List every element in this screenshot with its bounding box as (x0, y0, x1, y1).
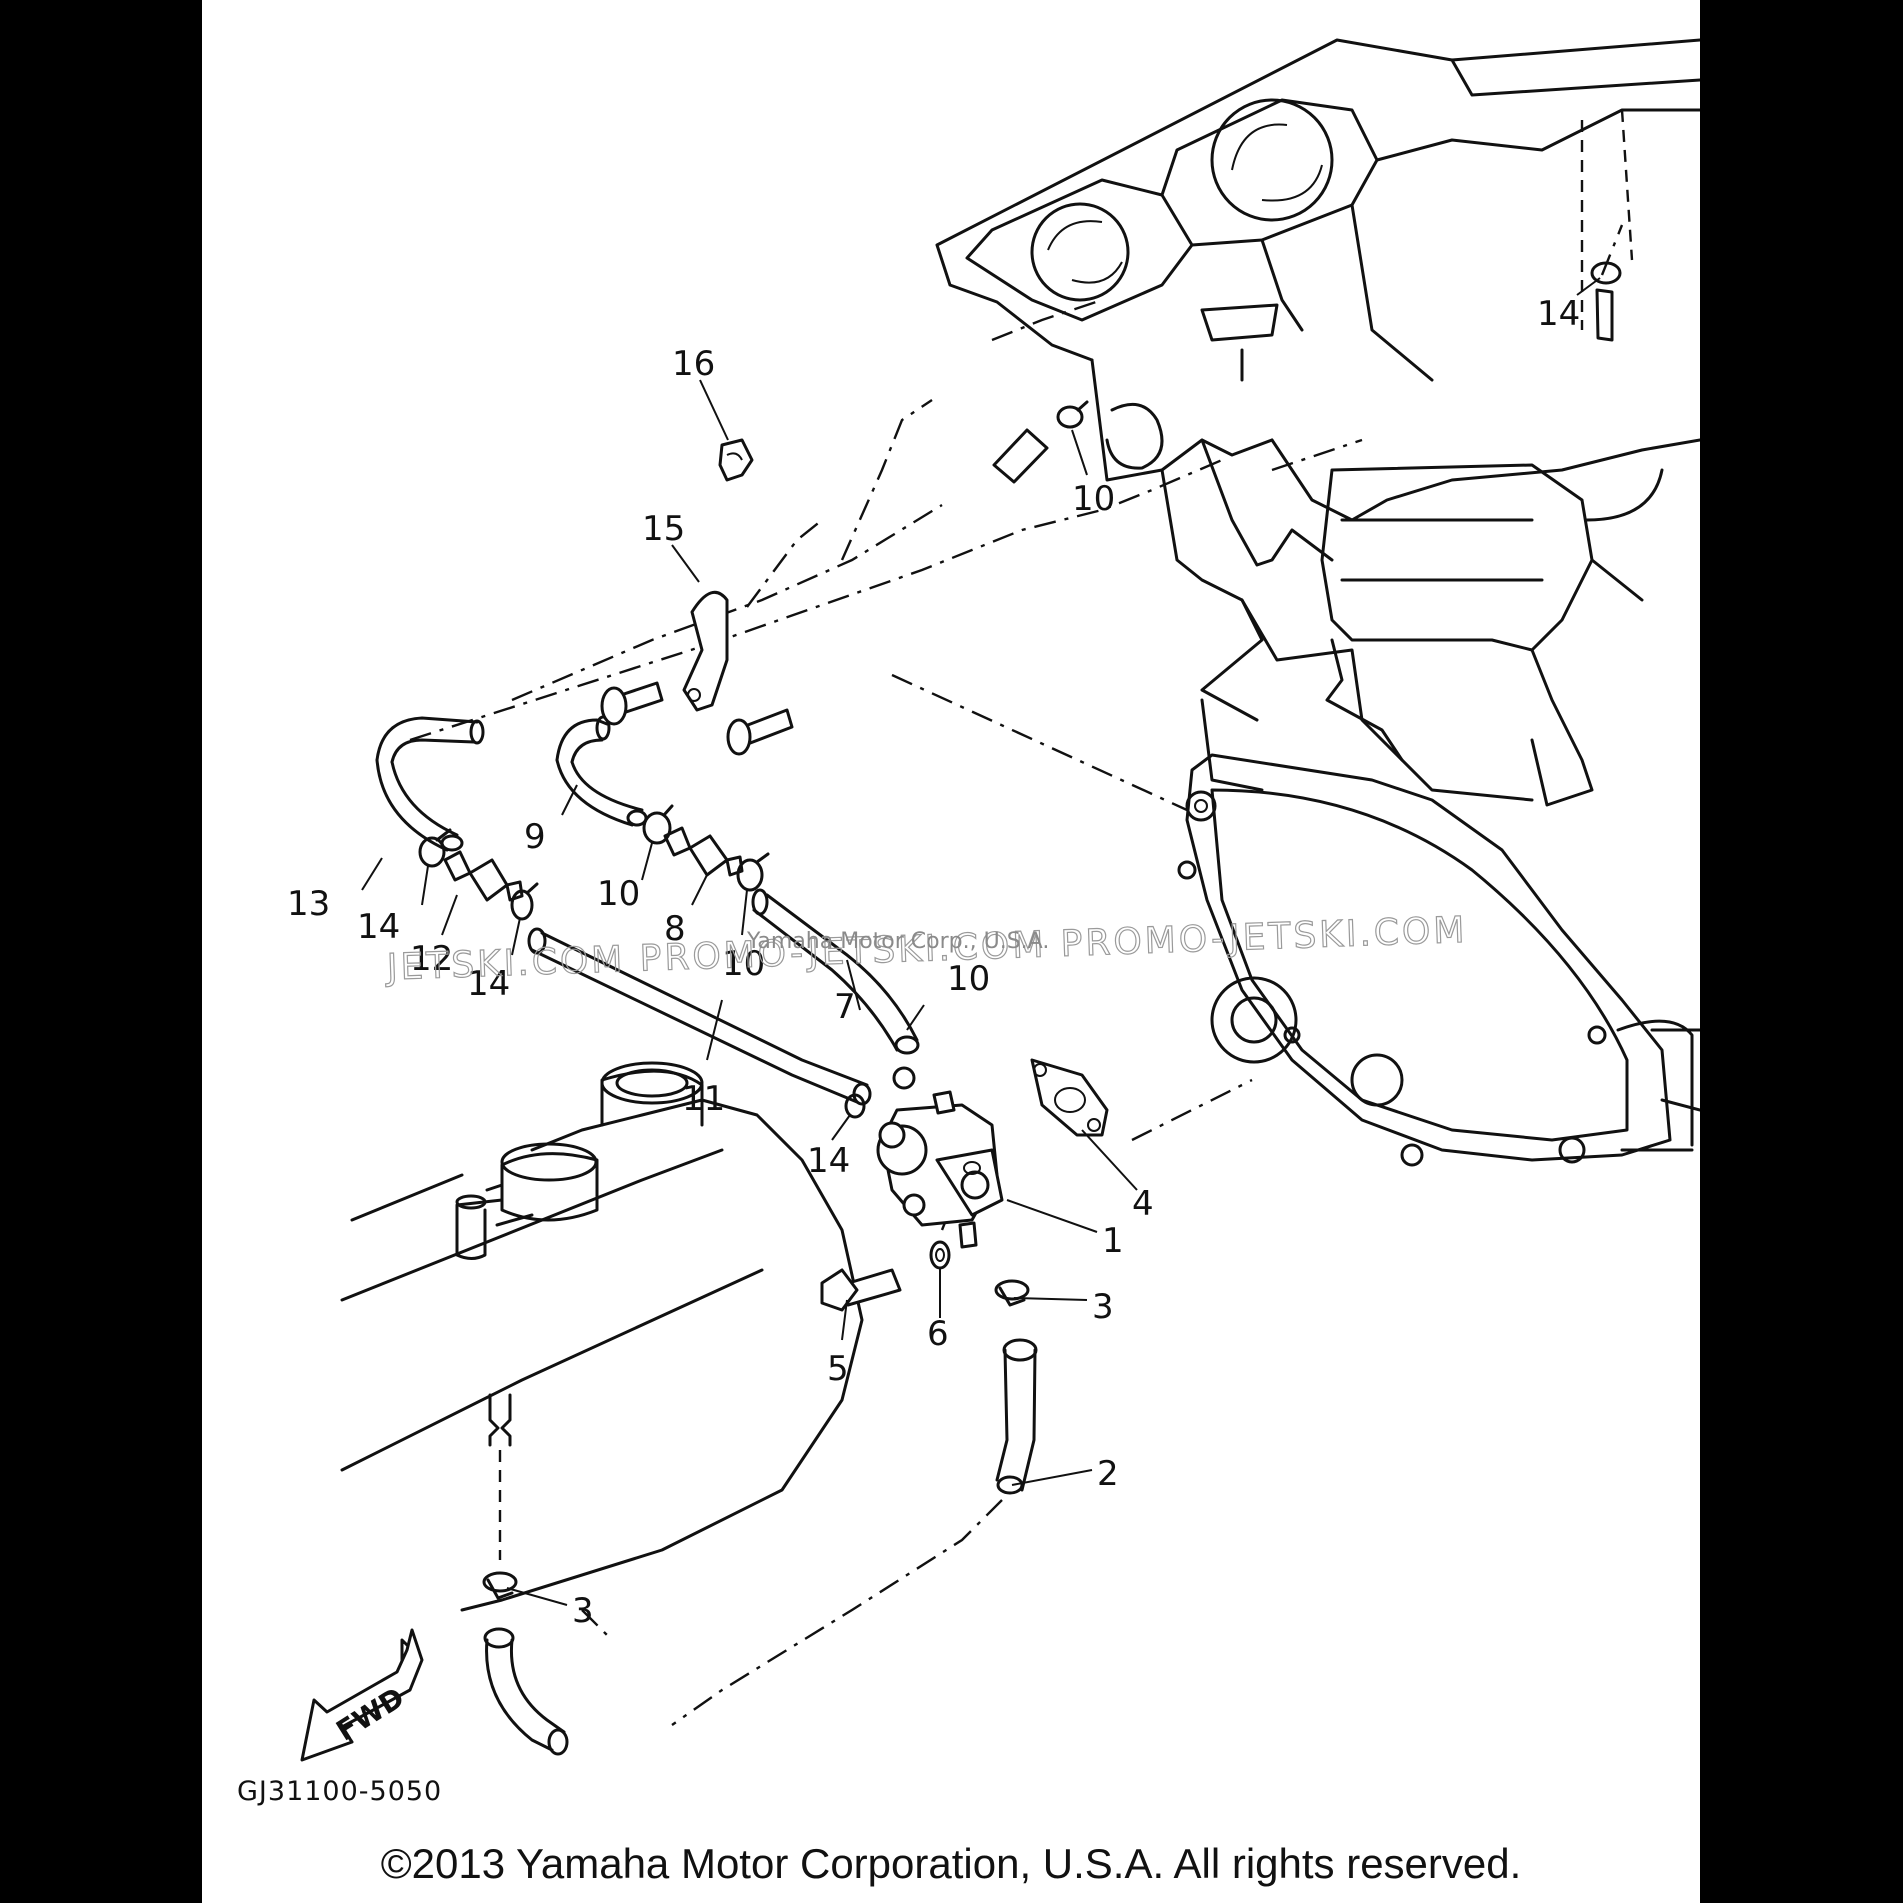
callout-labels: 1 2 3 3 4 5 6 7 8 9 10 10 10 10 11 12 13… (287, 294, 1580, 1631)
watermark: JETSKI.COM PROMO-JETSKI.COM PROMO-JETSKI… (384, 909, 1469, 989)
callout-6: 6 (927, 1314, 949, 1354)
callout-12: 12 (410, 939, 453, 979)
callout-10-right: 10 (947, 959, 990, 999)
callout-10-top: 10 (1072, 479, 1115, 519)
callout-9: 9 (524, 817, 546, 857)
callout-5: 5 (827, 1349, 849, 1389)
callout-15: 15 (642, 509, 685, 549)
callout-14-lower: 14 (467, 964, 510, 1004)
callout-10-left: 10 (597, 874, 640, 914)
callout-14-pump: 14 (807, 1141, 850, 1181)
fuel-tank (340, 1061, 864, 1612)
exploded-parts-diagram: 1 2 3 3 4 5 6 7 8 9 10 10 10 10 11 12 13… (237, 38, 1700, 1807)
leader-lines (361, 277, 1601, 1606)
watermark-owner: Yamaha Motor Corp., U.S.A. (746, 929, 1049, 954)
small-parts (418, 261, 1622, 1600)
callout-14-top: 14 (1537, 294, 1580, 334)
callout-8: 8 (664, 909, 686, 949)
drawing-code: GJ31100-5050 (237, 1776, 442, 1807)
callout-14-left: 14 (357, 907, 400, 947)
callout-7: 7 (834, 987, 856, 1027)
forward-arrow: FWD (300, 1628, 424, 1762)
callout-10-middle: 10 (722, 944, 765, 984)
callout-3-upper: 3 (1092, 1287, 1114, 1327)
callout-1: 1 (1102, 1221, 1124, 1261)
crankcase-cover (1177, 753, 1700, 1167)
callout-4: 4 (1132, 1184, 1154, 1224)
diagram-sheet: 1 2 3 3 4 5 6 7 8 9 10 10 10 10 11 12 13… (202, 0, 1700, 1903)
callout-16: 16 (672, 344, 715, 384)
callout-11: 11 (682, 1079, 725, 1119)
hoses (375, 428, 1049, 1756)
callout-3-lower: 3 (572, 1591, 594, 1631)
callout-13: 13 (287, 884, 330, 924)
callout-2: 2 (1097, 1454, 1119, 1494)
engine-assembly (935, 38, 1700, 807)
copyright-notice: ©2013 Yamaha Motor Corporation, U.S.A. A… (380, 1840, 1522, 1887)
